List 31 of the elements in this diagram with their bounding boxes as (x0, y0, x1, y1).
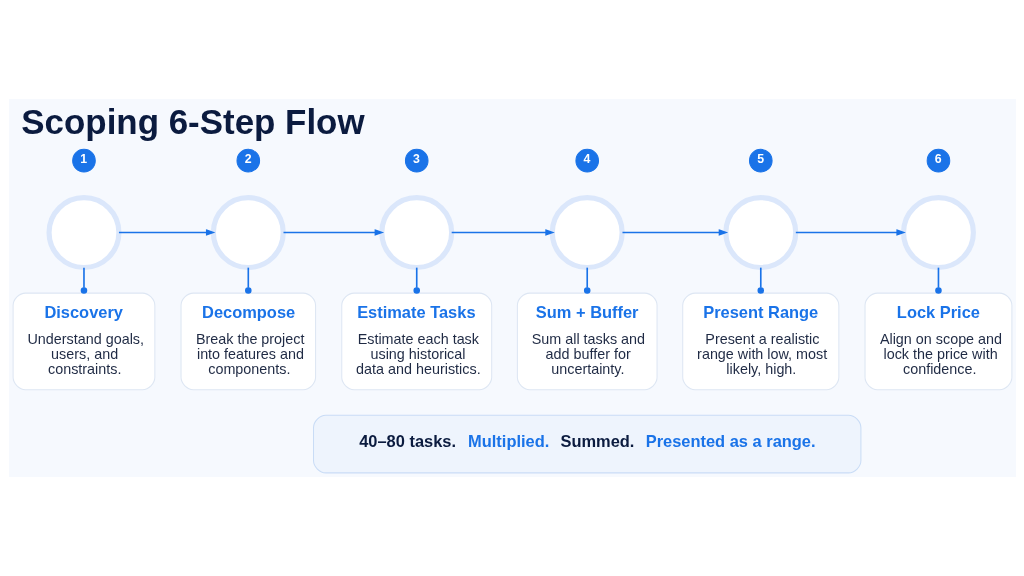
node-box: Discovery Understand goals, users, and constraints. (12, 292, 155, 391)
node-circle (549, 195, 625, 271)
arrow (621, 229, 728, 236)
node-box: Present Range Present a realistic range with low, most likely, high. (681, 292, 839, 391)
connector (757, 266, 764, 294)
connector (583, 266, 590, 294)
connector (934, 266, 942, 294)
arrow (282, 229, 384, 236)
node-circle (210, 195, 286, 271)
arrow (794, 229, 906, 236)
node-circle: 1 (71, 148, 96, 173)
diagram-title: Scoping 6-Step Flow (20, 102, 365, 142)
node-box: Estimate Tasks Estimate each task using historical data and heuristics. (340, 292, 492, 391)
node-circle (722, 195, 798, 271)
connector (244, 266, 252, 294)
arrow (450, 229, 555, 236)
connector (80, 266, 87, 294)
node-circle: 3 (404, 148, 429, 173)
node-circle (378, 195, 454, 271)
node-box: 40–80 tasks. Multiplied. Summed. Presented as a range. (312, 414, 861, 474)
node-circle: 5 (748, 148, 773, 173)
arrow (117, 229, 215, 236)
node-circle (900, 195, 976, 271)
node-box: Sum + Buffer Sum all tasks and add buffer for uncertainty. (516, 292, 658, 391)
connector (412, 266, 420, 294)
node-box: Lock Price Align on scope and lock the price with confidence. (864, 292, 1012, 391)
node-circle (46, 195, 121, 271)
node-box: Decompose Break the project into features and components. (180, 292, 316, 391)
node-circle: 2 (236, 148, 260, 173)
node-circle: 6 (926, 148, 950, 173)
node-circle: 4 (574, 148, 599, 173)
